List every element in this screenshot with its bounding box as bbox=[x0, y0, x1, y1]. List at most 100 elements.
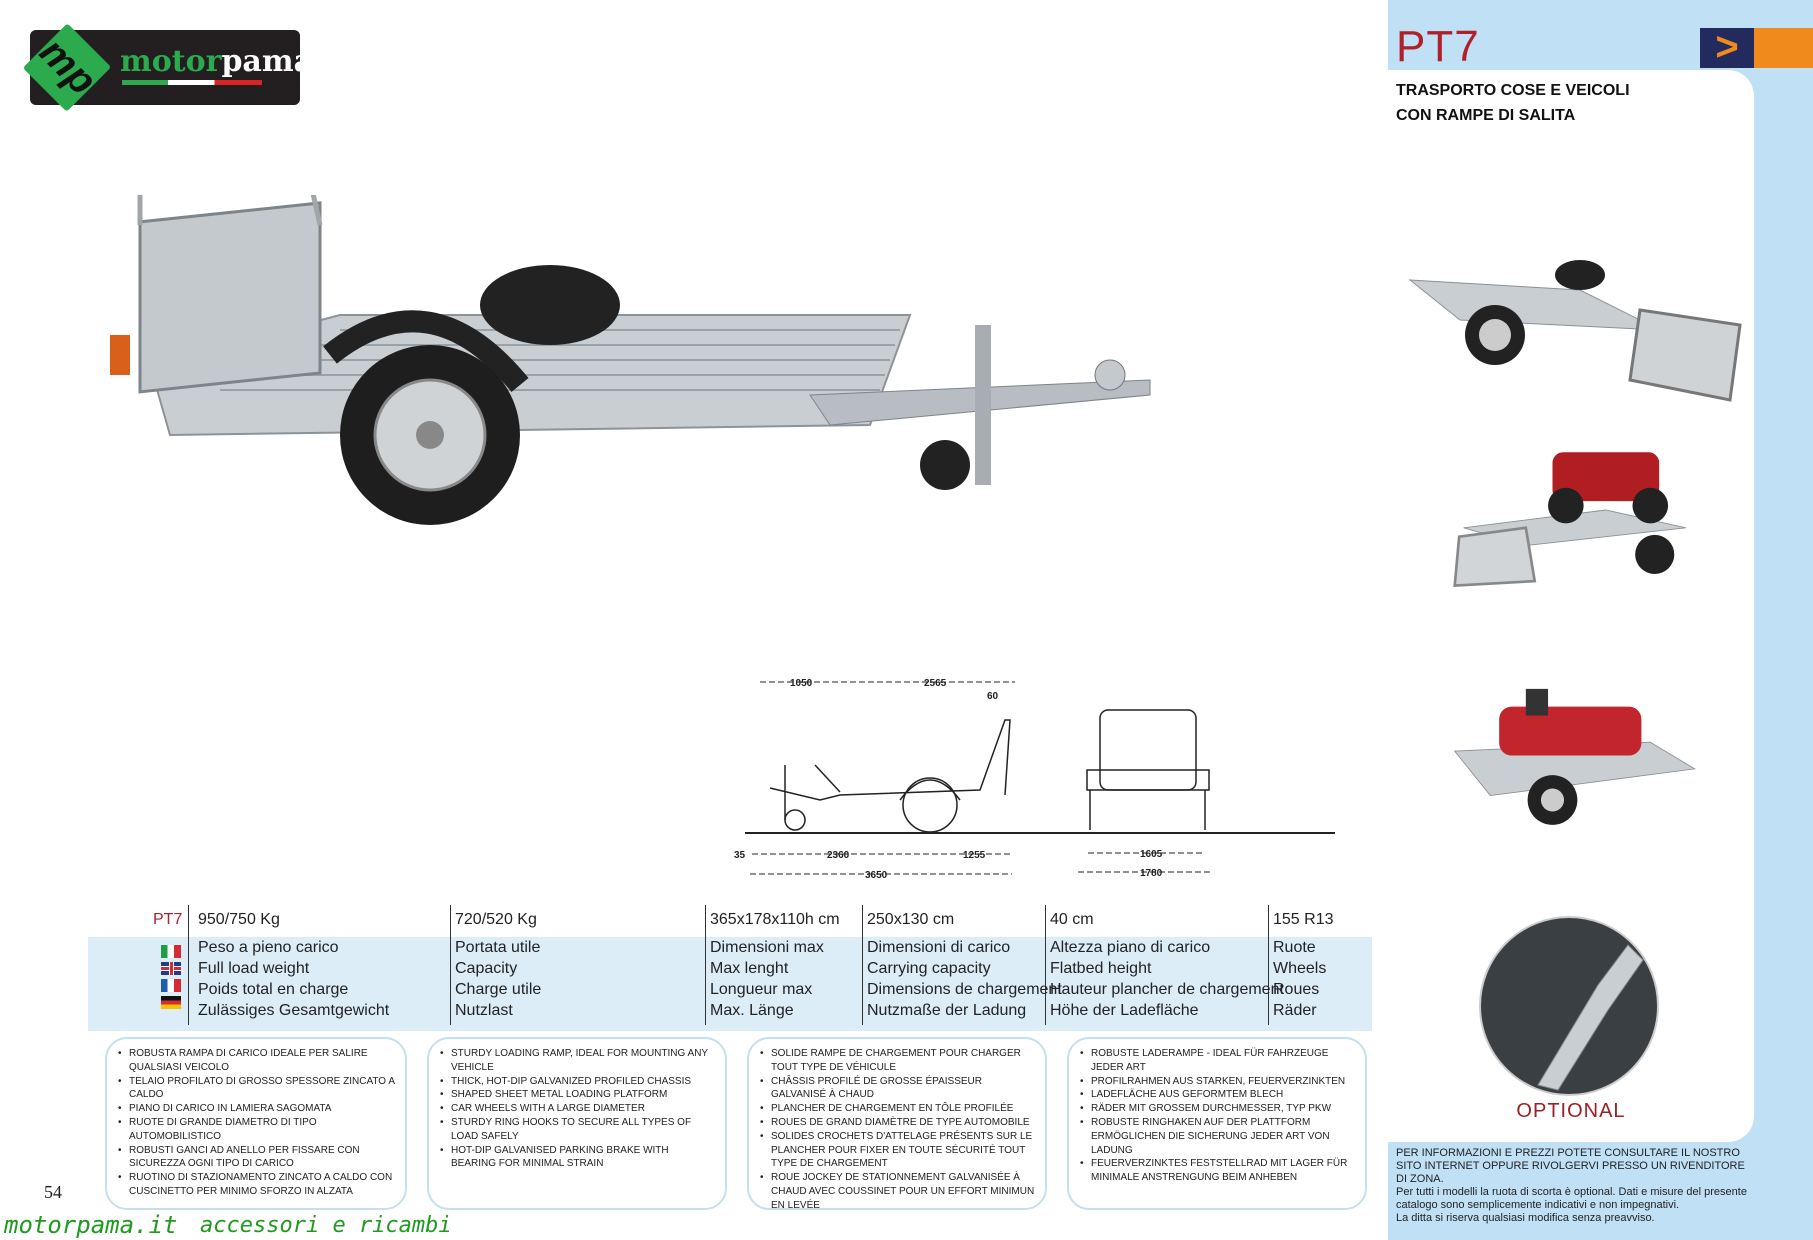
column-divider bbox=[450, 905, 451, 1025]
spec-value: 720/520 Kg bbox=[455, 911, 537, 928]
uk-flag-icon bbox=[161, 962, 181, 975]
spec-model: PT7 bbox=[153, 911, 183, 928]
orange-tab bbox=[1754, 28, 1813, 68]
info-note: PER INFORMAZIONI E PREZZI POTETE CONSULT… bbox=[1396, 1147, 1756, 1225]
dim-label: 35 bbox=[734, 850, 746, 861]
italian-flag-stripe bbox=[122, 80, 262, 85]
spec-value: 365x178x110h cm bbox=[710, 911, 840, 928]
subtitle-line: TRASPORTO COSE E VEICOLI bbox=[1396, 82, 1630, 99]
loading-ramp bbox=[138, 201, 322, 394]
feature-item: Sturdy ring hooks to secure all types of… bbox=[439, 1116, 715, 1144]
side-view bbox=[769, 719, 1011, 833]
motorpama-logo: mp motorpama bbox=[22, 23, 313, 112]
label-fr: Charge utile bbox=[455, 981, 542, 998]
label-en: Wheels bbox=[1273, 960, 1327, 977]
label-fr: Dimensions de chargement bbox=[867, 981, 1062, 998]
label-de: Max. Länge bbox=[710, 1002, 794, 1019]
label-it: Dimensioni di carico bbox=[867, 939, 1011, 956]
trailer-ramp-down-photo bbox=[1408, 260, 1742, 402]
feature-item: Châssis profilé de grosse épaisseur galv… bbox=[759, 1075, 1035, 1103]
next-page-button[interactable]: > bbox=[1700, 27, 1813, 68]
feature-item: Shaped sheet metal loading platform bbox=[439, 1088, 715, 1102]
chevron-right-icon: > bbox=[1700, 27, 1754, 68]
features-box-english: Sturdy loading ramp, ideal for mounting … bbox=[427, 1037, 727, 1210]
feature-item: Ruote di grande diametro di tipo automob… bbox=[117, 1116, 395, 1144]
dim-label: 3650 bbox=[865, 870, 888, 881]
spec-label-band bbox=[88, 937, 1372, 1031]
feature-item: Ladefläche aus geformtem Blech bbox=[1079, 1088, 1355, 1102]
germany-flag-icon bbox=[161, 996, 181, 1009]
feature-item: Piano di carico in lamiera sagomata bbox=[117, 1102, 395, 1116]
feature-item: Roue jockey de stationnement galvanisée … bbox=[759, 1171, 1035, 1212]
feature-item: Robusta rampa di carico ideale per salir… bbox=[117, 1047, 395, 1075]
label-it: Portata utile bbox=[455, 939, 541, 956]
features-box-italian: Robusta rampa di carico ideale per salir… bbox=[105, 1037, 407, 1210]
info-line: La ditta si riserva qualsiasi modifica s… bbox=[1396, 1212, 1655, 1224]
feature-item: Solide rampe de chargement pour charger … bbox=[759, 1047, 1035, 1075]
feature-item: Telaio profilato di grosso spessore zinc… bbox=[117, 1075, 395, 1103]
label-it: Peso a pieno carico bbox=[198, 939, 339, 956]
label-en: Max lenght bbox=[710, 960, 789, 977]
feature-item: Räder mit grossem Durchmesser, Typ PKW bbox=[1079, 1102, 1355, 1116]
dimension-lines bbox=[750, 681, 1210, 875]
column-divider bbox=[862, 905, 863, 1025]
wheel-hub bbox=[416, 421, 444, 449]
label-fr: Longueur max bbox=[710, 981, 813, 998]
feature-item: Car wheels with a large diameter bbox=[439, 1102, 715, 1116]
feature-item: Profilrahmen aus starken, feuerverzinkte… bbox=[1079, 1075, 1355, 1089]
label-fr: Roues bbox=[1273, 981, 1320, 998]
feature-item: Robuste Ringhaken auf der Plattform ermö… bbox=[1079, 1116, 1355, 1157]
watermark-tagline: accessori e ricambi bbox=[200, 1213, 452, 1238]
trailer-with-atv-photo bbox=[1453, 452, 1686, 587]
dim-label: 2565 bbox=[924, 678, 947, 689]
language-flags bbox=[161, 941, 181, 1013]
dim-label: 1255 bbox=[963, 850, 986, 861]
feature-item: Feuerverzinktes Feststellrad mit Lager f… bbox=[1079, 1157, 1355, 1185]
subtitle-line: CON RAMPE DI SALITA bbox=[1396, 107, 1576, 124]
france-flag-icon bbox=[161, 979, 181, 992]
feature-item: Robusti ganci ad anello per fissare con … bbox=[117, 1144, 395, 1172]
column-divider bbox=[188, 905, 189, 1025]
label-en: Flatbed height bbox=[1050, 960, 1152, 977]
label-en: Carrying capacity bbox=[867, 960, 991, 977]
spec-value: 950/750 Kg bbox=[198, 911, 280, 928]
label-de: Höhe der Ladefläche bbox=[1050, 1002, 1199, 1019]
optional-label: OPTIONAL bbox=[1516, 1100, 1626, 1122]
spec-value: 40 cm bbox=[1050, 911, 1094, 928]
logo-wordmark: motorpama bbox=[120, 44, 313, 79]
feature-item: Robuste Laderampe - ideal für Fahrzeuge … bbox=[1079, 1047, 1355, 1075]
label-it: Ruote bbox=[1273, 939, 1316, 956]
trailer-main-photo bbox=[110, 195, 1151, 525]
column-divider bbox=[1268, 905, 1269, 1025]
feature-item: Solides crochets d'attelage présents sur… bbox=[759, 1130, 1035, 1171]
ramp-handle bbox=[137, 195, 323, 226]
rear-wheel bbox=[480, 265, 620, 345]
column-divider bbox=[705, 905, 706, 1025]
dim-label: 2360 bbox=[827, 850, 850, 861]
rear-view bbox=[1086, 709, 1210, 830]
feature-item: Thick, hot-dip galvanized profiled chass… bbox=[439, 1075, 715, 1089]
dim-label: 1780 bbox=[1140, 868, 1163, 879]
dim-label: 1050 bbox=[790, 678, 813, 689]
column-divider bbox=[1045, 905, 1046, 1025]
product-title: PT7 bbox=[1396, 22, 1480, 71]
logo-word-pama: pama bbox=[221, 44, 314, 79]
mudguard bbox=[323, 310, 529, 392]
logo-word-motor: motor bbox=[120, 44, 222, 79]
label-de: Räder bbox=[1273, 1002, 1317, 1019]
info-line: Per tutti i modelli la ruota di scorta è… bbox=[1396, 1186, 1747, 1211]
features-box-german: Robuste Laderampe - ideal für Fahrzeuge … bbox=[1067, 1037, 1367, 1210]
spec-value: 155 R13 bbox=[1273, 911, 1334, 928]
optional-spare-part-photo bbox=[1479, 916, 1659, 1096]
info-line: PER INFORMAZIONI E PREZZI POTETE CONSULT… bbox=[1396, 1147, 1745, 1185]
spec-value: 250x130 cm bbox=[867, 911, 955, 928]
technical-drawing: 1050 2565 60 35 2360 1255 3650 1605 1780 bbox=[734, 678, 1335, 881]
coupling-head bbox=[1094, 359, 1126, 391]
feature-item: Hot-dip galvanised parking brake with be… bbox=[439, 1144, 715, 1172]
jockey-wheel bbox=[920, 440, 970, 490]
feature-item: Plancher de chargement en tôle profilée bbox=[759, 1102, 1035, 1116]
